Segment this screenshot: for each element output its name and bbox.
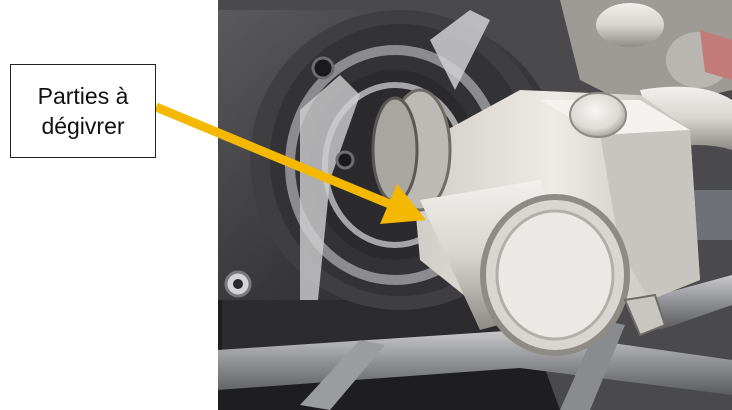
drain-fitting [623,293,667,337]
bolt [335,150,355,170]
callout-arrow-icon [154,102,426,224]
callout-label-box: Parties à dégivrer [10,64,156,158]
bolt [311,56,335,80]
bracket-left [300,75,360,300]
callout-line-2: dégivrer [41,113,125,139]
top-cap [569,92,627,138]
callout-line-1: Parties à [37,83,129,109]
